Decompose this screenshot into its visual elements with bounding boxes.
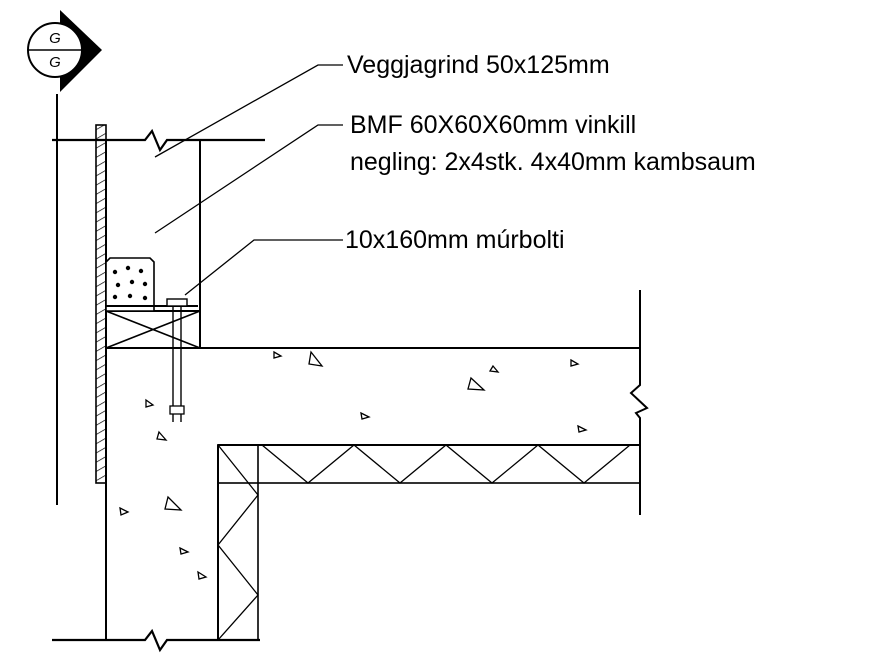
- anchor-bolt: [166, 298, 188, 422]
- label-bracket-line2: negling: 2x4stk. 4x40mm kambsaum: [350, 148, 756, 176]
- leader-wall-frame: [154, 64, 343, 158]
- section-marker: G G: [27, 10, 102, 92]
- label-bracket-line1: BMF 60X60X60mm vinkill: [350, 111, 636, 139]
- cladding-board: [95, 124, 107, 484]
- angle-bracket: [105, 257, 198, 312]
- break-line-bottom: [52, 628, 260, 653]
- leader-bracket: [154, 124, 343, 234]
- wall-cladding: [56, 94, 107, 505]
- concrete-aggregate: [119, 350, 588, 580]
- insulation: [217, 444, 641, 641]
- label-anchor-bolt: 10x160mm múrbolti: [345, 226, 565, 254]
- leader-lines: [154, 64, 343, 296]
- label-wall-frame: Veggjagrind 50x125mm: [347, 51, 610, 79]
- section-marker-bottom: G: [49, 54, 61, 71]
- slab-end-break: [629, 290, 649, 515]
- section-marker-top: G: [49, 30, 61, 47]
- break-line-top: [52, 128, 265, 153]
- bottom-plate: [105, 310, 201, 349]
- leader-anchor-bolt: [184, 239, 343, 296]
- concrete-foundation: [52, 347, 640, 653]
